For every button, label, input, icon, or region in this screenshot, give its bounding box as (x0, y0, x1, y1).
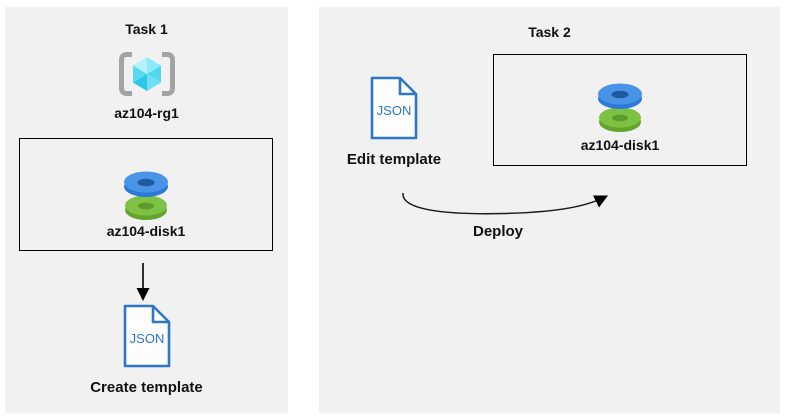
deploy-label: Deploy (472, 223, 523, 240)
managed-disk-icon (124, 171, 168, 220)
json-file-icon: JSON (123, 304, 171, 368)
resource-group-label: az104-rg1 (114, 105, 179, 121)
task1-panel: Task 1 az104-rg1 az104-disk1 (5, 7, 288, 413)
managed-disk-icon (598, 83, 642, 132)
resource-group-icon (118, 52, 175, 96)
disk-label: az104-disk1 (106, 223, 186, 239)
json-icon-text: JSON (130, 331, 165, 346)
edit-template-label: Edit template (346, 151, 442, 168)
disk-label: az104-disk1 (580, 137, 660, 153)
deploy-curved-arrow-icon (402, 192, 609, 215)
create-template-label: Create template (90, 379, 203, 396)
task2-title: Task 2 (528, 24, 571, 40)
task2-disk-box: az104-disk1 (493, 54, 747, 166)
task2-panel: Task 2 JSON Edit template az104-disk1 (319, 7, 780, 413)
task1-disk-box: az104-disk1 (19, 138, 273, 251)
json-icon-text: JSON (377, 103, 412, 118)
down-arrow-icon (136, 263, 150, 301)
task1-title: Task 1 (125, 21, 168, 37)
json-file-icon: JSON (370, 76, 418, 140)
